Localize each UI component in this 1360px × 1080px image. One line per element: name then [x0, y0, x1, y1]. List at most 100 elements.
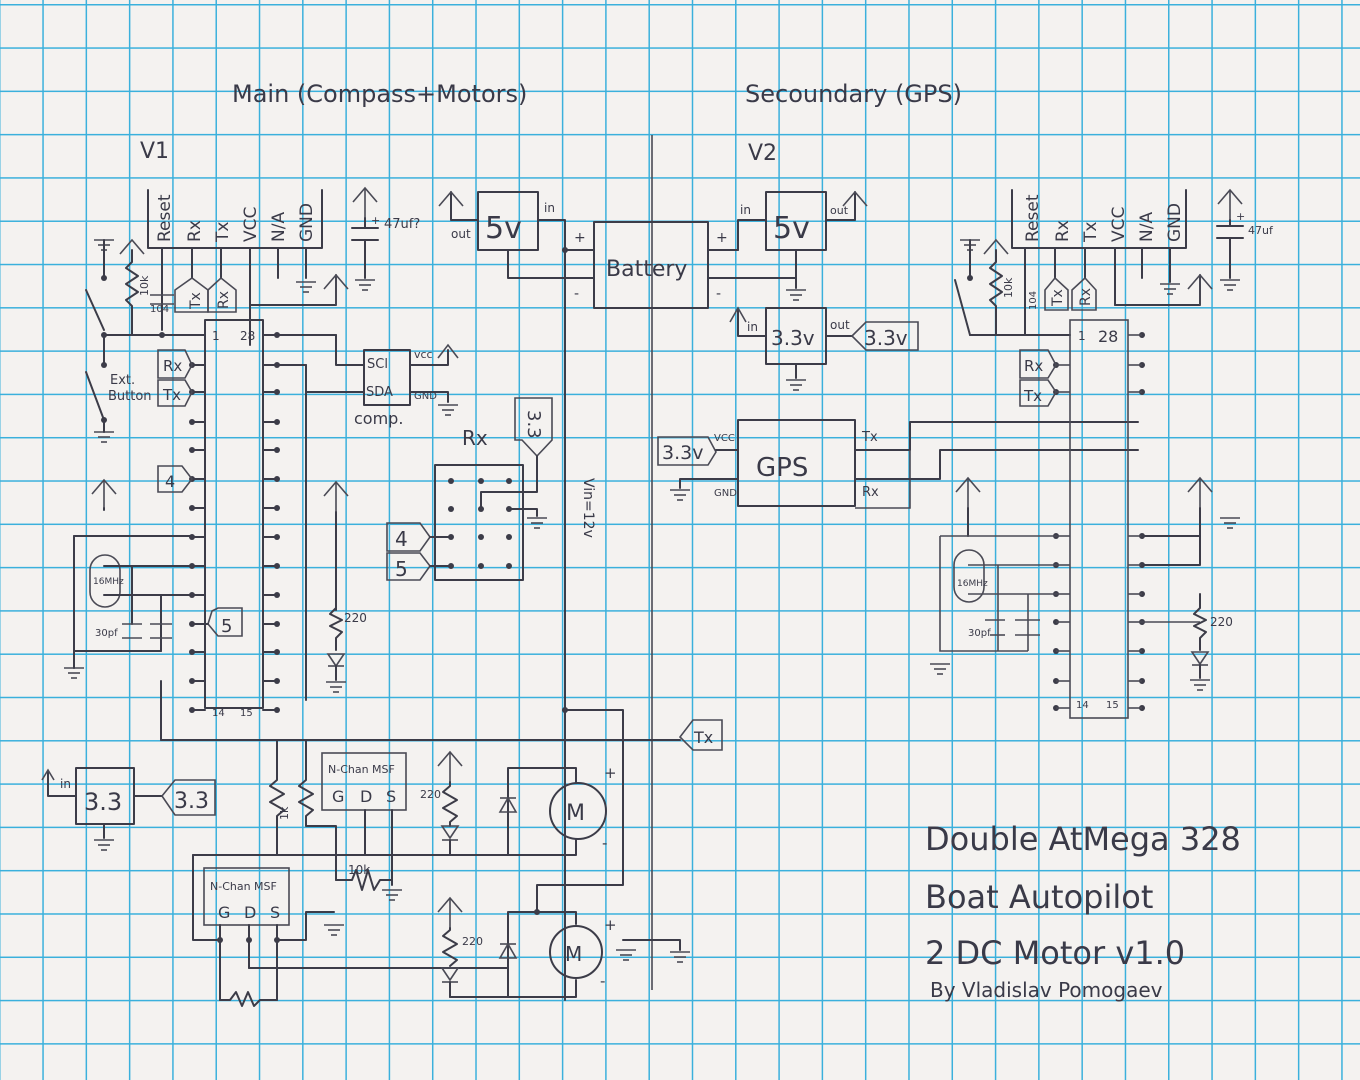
- gps-gnd-label: GND: [714, 488, 737, 499]
- sec-reg33-port: 3.3v: [864, 326, 908, 350]
- gps-rx-label: Rx: [862, 485, 879, 500]
- crystal-label: 16MHz: [93, 577, 124, 587]
- pulldown-label: 10k: [348, 863, 370, 877]
- pin15-label: 15: [240, 708, 253, 719]
- main-status-led: 220: [325, 594, 367, 693]
- sec-cap-47-label: 47uf: [1248, 224, 1274, 237]
- vin-label-group: Vin=12v: [580, 478, 596, 538]
- sec-crystal-label: 16MHz: [957, 579, 988, 589]
- secondary-atmega328-chip: 1 28 14 15 Rx Tx: [955, 319, 1241, 719]
- pin28-label: 28: [240, 329, 255, 343]
- secondary-5v-regulator: 5v in out: [737, 190, 868, 301]
- pin-rx-label: Rx: [185, 220, 205, 242]
- vin-label: Vin=12v: [580, 478, 596, 538]
- mosfet-1: N-Chan MSF G D S 1k 10k: [192, 739, 509, 901]
- battery-label: Battery: [606, 257, 687, 282]
- battery: Battery + - + -: [564, 221, 797, 1001]
- secondary-reset-circuit: 10k 104: [954, 238, 1071, 336]
- motor1-led-resistor: 220: [420, 788, 441, 801]
- title-line-2: Boat Autopilot: [925, 878, 1153, 916]
- pin14-label: 14: [212, 708, 225, 719]
- rx-tag: Rx: [216, 291, 232, 309]
- rx-receiver-label: Rx: [462, 426, 488, 450]
- svg-text:+: +: [371, 214, 380, 227]
- mosfet1-label: N-Chan MSF: [328, 763, 395, 776]
- sec-reg5-label: 5v: [773, 211, 810, 246]
- sec-tx-port: Tx: [1023, 387, 1042, 405]
- sec-crystal-cap-label: 30pf: [968, 628, 991, 639]
- mosfet1-g: G: [332, 787, 344, 806]
- sec-reset-resistor-label: 10k: [1002, 277, 1015, 298]
- title-block: Double AtMega 328 Boat Autopilot 2 DC Mo…: [925, 820, 1241, 1002]
- sec-reg33-label: 3.3v: [771, 326, 815, 350]
- main-atmega328-chip: 1 28 14 15: [204, 319, 264, 719]
- rx-port-5: 5: [395, 557, 408, 581]
- gps-port-tag: 3.3v: [662, 442, 703, 464]
- reg33-port-tag: 3.3: [174, 789, 209, 814]
- ext-button-label-2: Button: [108, 389, 152, 404]
- tx-tag: Tx: [188, 292, 204, 310]
- main-header-connector: Reset Rx Tx VCC N/A GND: [147, 189, 349, 346]
- rx-port-4: 4: [395, 527, 408, 551]
- port-5-tag: 5: [221, 616, 232, 637]
- compass-sda-label: SDA: [366, 385, 393, 400]
- ext-button-label-1: Ext.: [110, 373, 135, 388]
- reg33-label: 3.3: [84, 788, 122, 816]
- pin1-label: 1: [212, 329, 220, 343]
- main-serial-ports: Rx Tx Ext. Button 4: [85, 334, 194, 511]
- sec-rx-port: Rx: [1024, 357, 1043, 375]
- motor-1-circuit: 220 M + -: [420, 707, 624, 913]
- motor2-led-resistor: 220: [462, 935, 483, 948]
- gps-label: GPS: [756, 453, 808, 483]
- port-4-tag: 4: [165, 472, 175, 491]
- motor-2-circuit: 220 M + -: [437, 897, 691, 998]
- motor2-minus: -: [600, 972, 605, 990]
- secondary-33-regulator: 3.3v in out 3.3v: [729, 306, 919, 391]
- main-tx-rx-tags: Tx Rx: [174, 276, 237, 313]
- compass-gnd-label: GND: [414, 391, 437, 402]
- compass-label: comp.: [354, 409, 403, 428]
- battery-minus-right: -: [716, 286, 721, 302]
- gate-resistor-label: 1k: [278, 806, 291, 820]
- compass-module: SCl SDA vcc GND comp.: [276, 334, 459, 701]
- sec-pin-gnd-label: GND: [1165, 203, 1185, 242]
- secondary-section-title: Secoundary (GPS): [745, 80, 962, 108]
- sec-pin28-label: 28: [1098, 327, 1118, 346]
- crystal-cap-label: 30pf: [95, 628, 118, 639]
- motor1-label: M: [566, 801, 585, 826]
- tx-out-label: Tx: [693, 728, 713, 747]
- rx-port-label: Rx: [163, 357, 182, 375]
- gps-vcc-label: VCC: [714, 433, 735, 444]
- sec-reg5-out: out: [830, 204, 849, 217]
- v1-label: V1: [140, 139, 169, 164]
- sec-led-resistor-label: 220: [1210, 615, 1233, 629]
- sec-pin-vcc-label: VCC: [1109, 207, 1129, 242]
- mosfet-2: N-Chan MSF G D S: [192, 854, 509, 1007]
- sec-pin15-label: 15: [1106, 700, 1119, 711]
- main-5v-regulator: 5v out in: [438, 190, 595, 279]
- motor1-minus: -: [602, 834, 607, 852]
- sec-pin-na-label: N/A: [1137, 212, 1157, 242]
- main-33-regulator: 3.3 in 3.3: [41, 767, 216, 851]
- sec-pin-rx-label: Rx: [1053, 220, 1073, 242]
- battery-minus-left: -: [574, 286, 579, 302]
- pin-na-label: N/A: [269, 212, 289, 242]
- motor1-plus: +: [604, 764, 617, 782]
- title-author: By Vladislav Pomogaev: [930, 978, 1163, 1002]
- led-resistor-label: 220: [344, 611, 367, 625]
- sec-reg5-in: in: [740, 203, 751, 217]
- main-reset-circuit: 10k 104: [85, 238, 206, 338]
- secondary-crystal: 16MHz 30pf: [929, 535, 1200, 675]
- gps-tx-label: Tx: [861, 430, 878, 445]
- mosfet1-s: S: [386, 787, 396, 806]
- secondary-status-led: 220: [1189, 593, 1233, 691]
- title-line-3: 2 DC Motor v1.0: [925, 934, 1185, 972]
- motor2-label: M: [565, 942, 582, 966]
- cap-47-label: 47uf?: [384, 217, 420, 232]
- secondary-47uf-capacitor: + 47uf: [1216, 189, 1274, 291]
- reset-cap-label: 104: [150, 304, 169, 315]
- sec-pin-reset-label: Reset: [1023, 194, 1043, 242]
- sec-reg33-in: in: [747, 320, 758, 334]
